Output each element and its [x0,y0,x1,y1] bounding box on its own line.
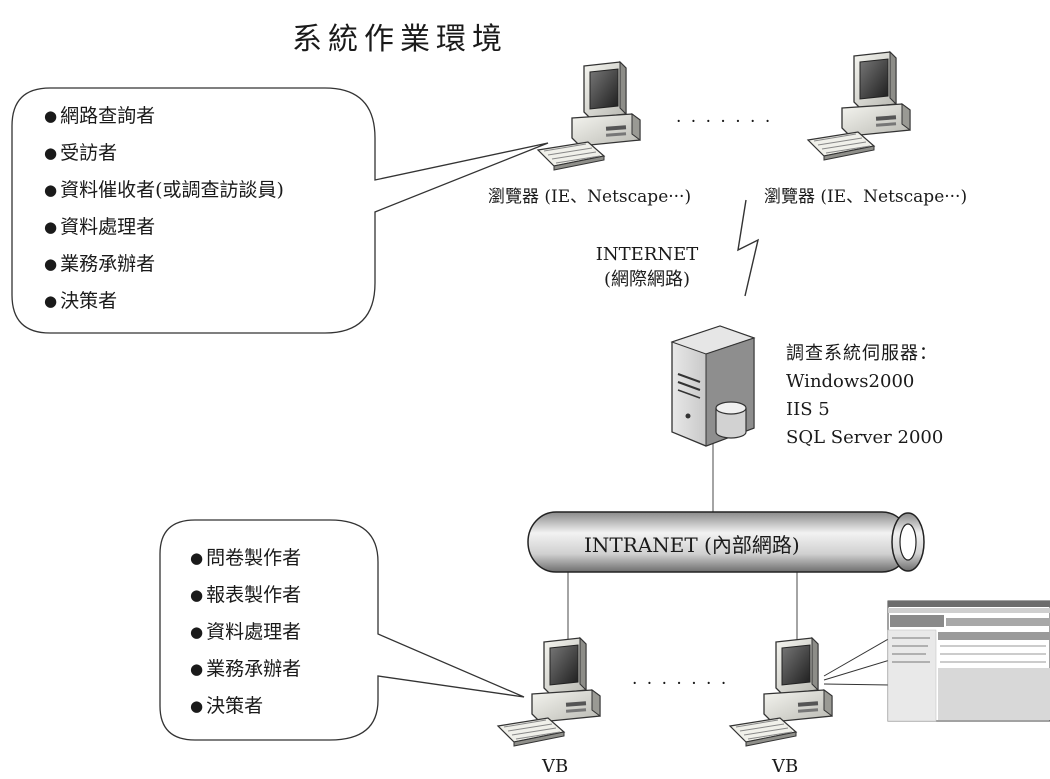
app-screenshot-thumbnail [823,600,1050,722]
server-title: 調查系統伺服器： [786,343,938,364]
database-cylinder-icon [715,401,747,439]
server-db: SQL Server 2000 [786,427,944,448]
browser-pc-right-icon [807,51,911,161]
vb-pc-right-icon [729,637,833,747]
list-item: 受訪者 [44,135,284,172]
list-item: 資料處理者 [44,209,284,246]
vb-left-caption: VB [542,756,569,777]
browser-left-caption: 瀏覽器 (IE、Netscape···) [488,187,692,207]
server-os: Windows2000 [786,371,915,392]
internet-label: INTERNET (網際網路) [582,244,712,291]
diagram-title: 系統作業環境 [292,22,508,57]
list-item: 業務承辦者 [44,246,284,283]
intranet-label: INTRANET (內部網路) [584,533,800,557]
list-item: 網路查詢者 [44,98,284,135]
vb-ellipsis-dots: · · · · · · · [632,674,729,694]
browser-right-caption: 瀏覽器 (IE、Netscape···) [764,187,968,207]
list-item: 決策者 [44,283,284,320]
browser-pc-left-icon [537,61,641,171]
internet-lightning-bolt [737,199,760,297]
vb-right-caption: VB [772,756,799,777]
internet-label-line2: (網際網路) [603,269,691,290]
list-item: 資料處理者 [190,614,301,651]
bottom-user-roles-list: 問卷製作者 報表製作者 資料處理者 業務承辦者 決策者 [190,540,301,725]
browser-ellipsis-dots: · · · · · · · [676,112,773,132]
server-web: IIS 5 [786,399,830,420]
list-item: 報表製作者 [190,577,301,614]
list-item: 決策者 [190,688,301,725]
top-user-roles-list: 網路查詢者 受訪者 資料催收者(或調查訪談員) 資料處理者 業務承辦者 決策者 [44,98,284,320]
internet-label-line1: INTERNET [595,244,699,265]
list-item: 資料催收者(或調查訪談員) [44,172,284,209]
intranet-pipe [527,511,925,573]
server-info: 調查系統伺服器： Windows2000 IIS 5 SQL Server 20… [786,340,943,452]
list-item: 問卷製作者 [190,540,301,577]
list-item: 業務承辦者 [190,651,301,688]
